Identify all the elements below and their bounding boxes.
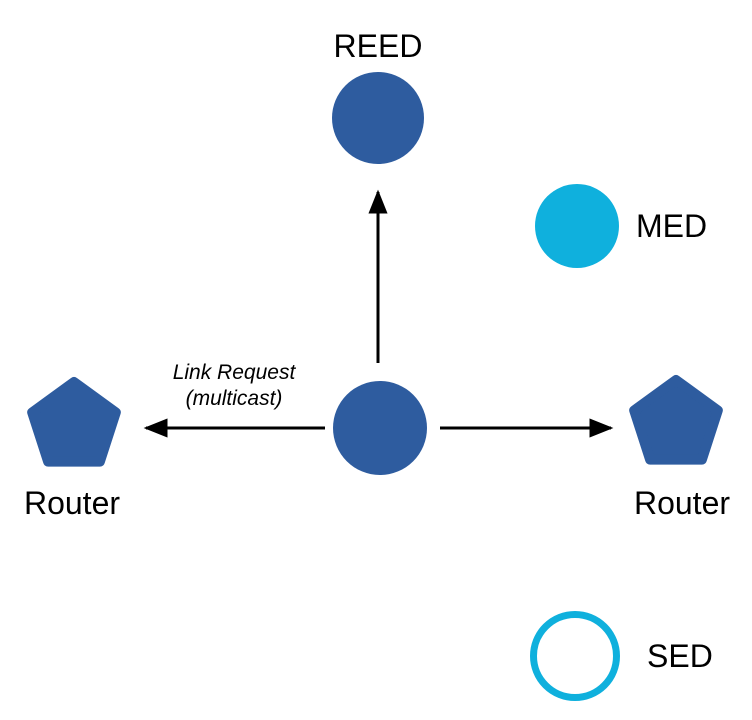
left-router-label: Router [23,485,121,521]
link-request-annotation: Link Request (multicast) [114,360,354,412]
reed-node-label: REED [333,28,423,64]
center-node-circle [333,381,427,475]
right-router-pentagon [629,375,723,465]
reed-node-circle [332,72,424,164]
sed-node-label: SED [647,638,713,674]
annotation-line-1: Link Request [172,361,296,384]
sed-node-circle [530,611,620,701]
med-node-circle [535,184,619,268]
med-node-label: MED [636,208,708,244]
right-router-label: Router [633,485,731,521]
left-router-pentagon [27,377,121,467]
annotation-line-2: (multicast) [185,387,283,410]
